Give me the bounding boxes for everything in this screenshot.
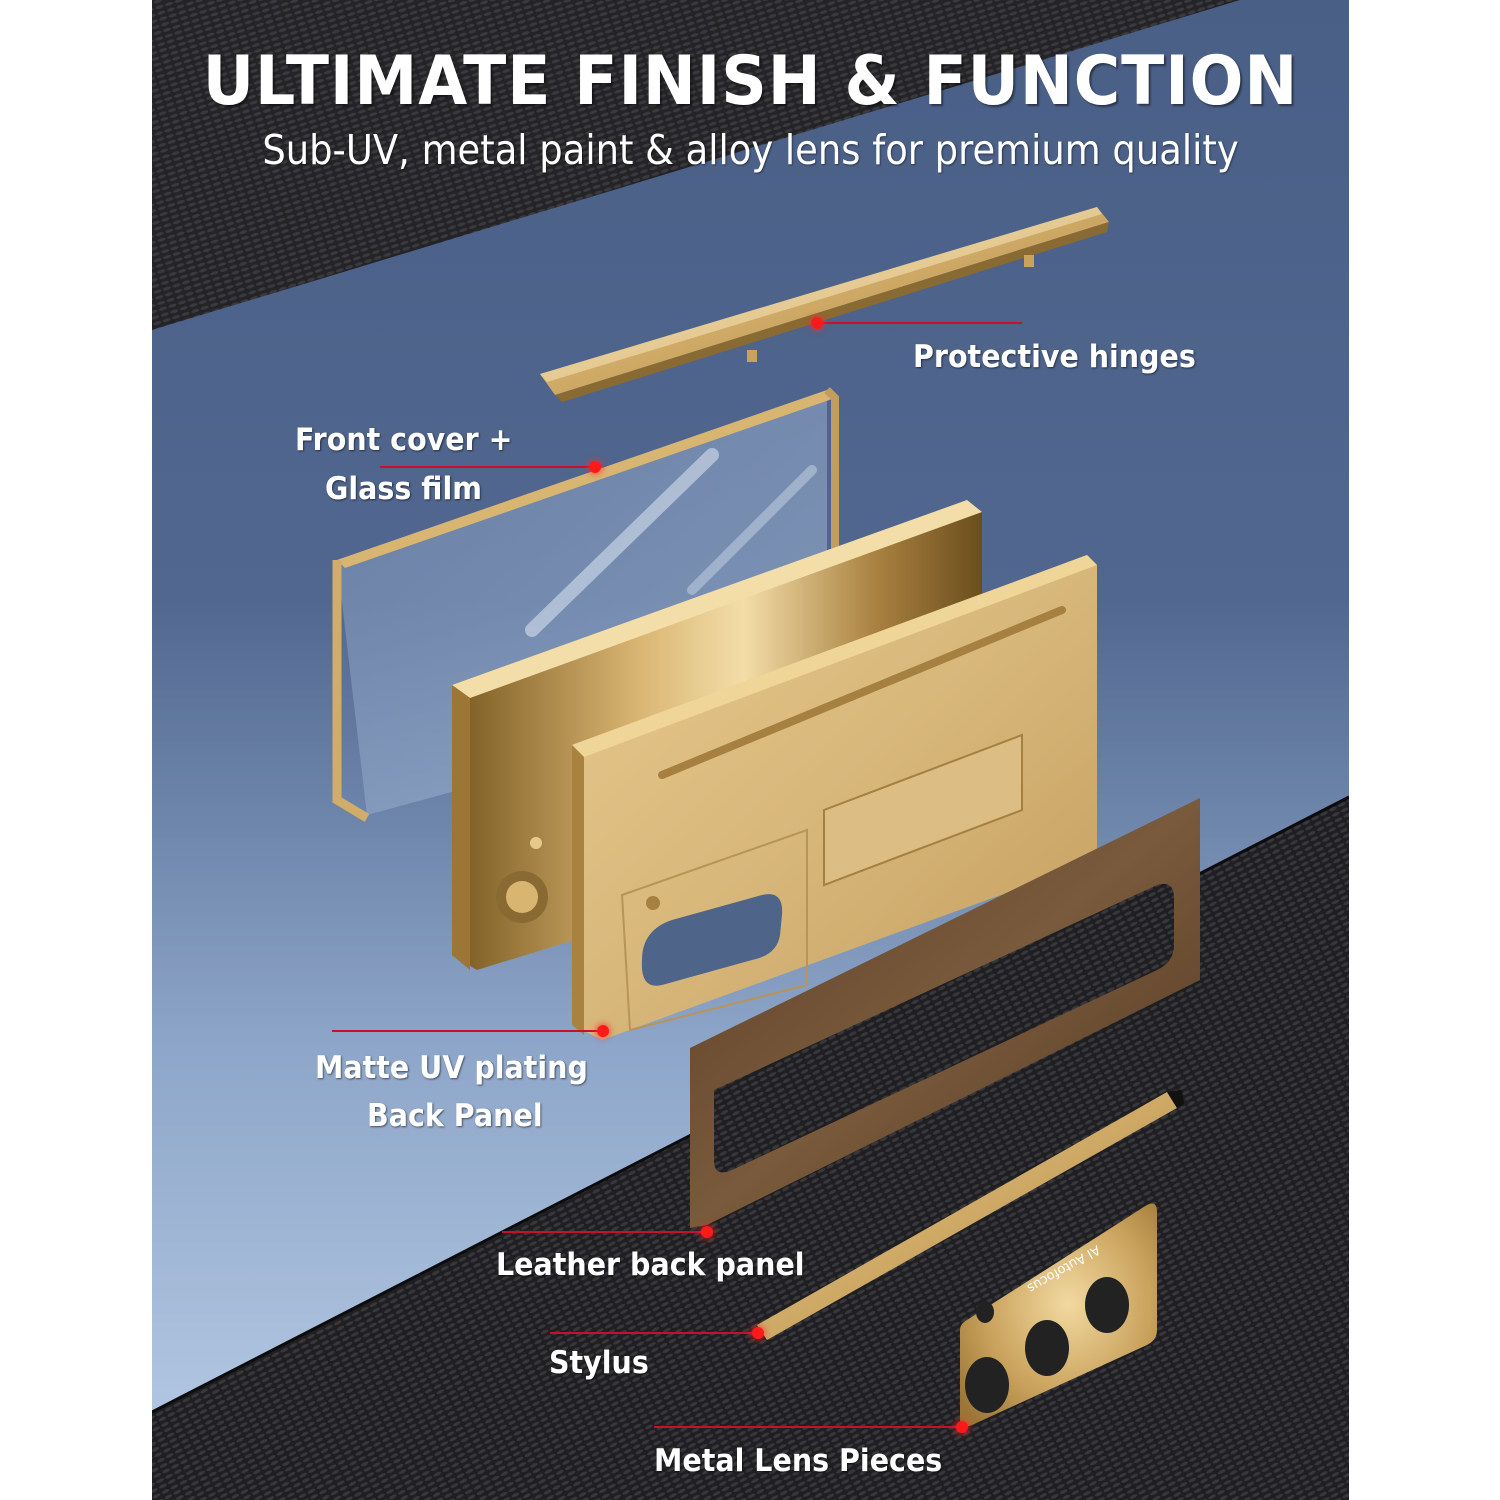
callout-label: Stylus	[549, 1345, 649, 1381]
hinge-bar	[540, 207, 1109, 402]
callout-label: Back Panel	[367, 1098, 543, 1134]
callout-label: Glass film	[325, 471, 482, 507]
callout-dot-icon	[597, 1025, 609, 1037]
product-illustration: AI Autofocus	[152, 0, 1349, 1500]
leather-panel	[690, 798, 1200, 1228]
back-panel	[572, 555, 1097, 1040]
callout-dot-icon	[956, 1421, 968, 1433]
callout-line	[550, 1332, 758, 1334]
callout-dot-icon	[752, 1327, 764, 1339]
callout-line	[380, 466, 595, 468]
callout-line	[332, 1030, 603, 1032]
page-title: ULTIMATE FINISH & FUNCTION	[202, 42, 1299, 121]
callout-label: Protective hinges	[913, 339, 1196, 375]
callout-label: Leather back panel	[496, 1247, 805, 1283]
product-infographic: AI Autofocus ULTIMATE FINISH & FUNCTION …	[152, 0, 1349, 1500]
top-dark-band	[152, 0, 1240, 330]
callout-label: Matte UV plating	[315, 1050, 588, 1086]
stylus	[757, 1090, 1184, 1340]
callout-dot-icon	[589, 461, 601, 473]
callout-line	[817, 322, 1022, 324]
callout-dot-icon	[701, 1226, 713, 1238]
callout-label: Metal Lens Pieces	[654, 1443, 943, 1479]
callout-line	[654, 1426, 962, 1428]
page-subtitle: Sub-UV, metal paint & alloy lens for pre…	[262, 126, 1239, 174]
callout-dot-icon	[811, 317, 823, 329]
metal-lens-piece: AI Autofocus	[960, 1203, 1157, 1427]
callout-line	[502, 1231, 707, 1233]
callout-label: Front cover +	[295, 422, 513, 458]
